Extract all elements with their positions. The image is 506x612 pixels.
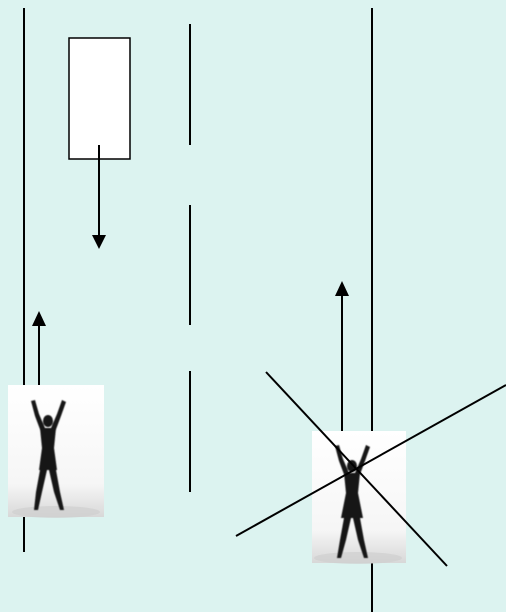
vehicle-direction-arrow-down	[92, 145, 106, 249]
right-pedestrian-arrow-up	[335, 281, 349, 431]
right-pedestrian-waving	[312, 431, 406, 564]
left-pedestrian-arrow-up	[32, 311, 46, 385]
vehicle-rectangle	[68, 37, 131, 160]
cross-out-mark	[235, 371, 506, 567]
left-pedestrian-waving	[8, 385, 104, 518]
